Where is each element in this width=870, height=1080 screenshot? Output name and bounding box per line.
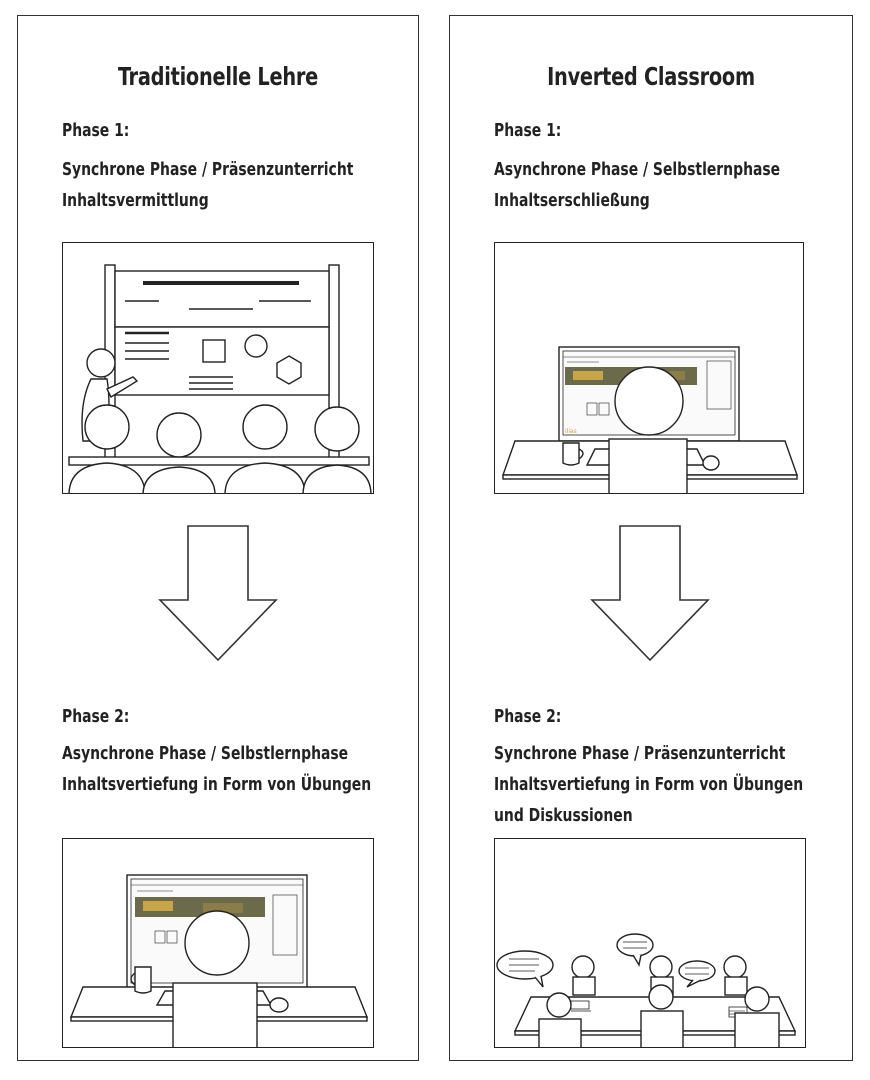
lecture-illustration (62, 242, 374, 494)
phase-2-label: Phase 2: (62, 706, 130, 727)
traditional-teaching-panel: Traditionelle Lehre Phase 1: Synchrone P… (17, 15, 419, 1061)
phase-2-mode: Synchrone Phase / Präsenzunterricht (494, 743, 786, 764)
phase-2-mode: Asynchrone Phase / Selbstlernphase (62, 743, 349, 764)
phase-2-description: Synchrone Phase / Präsenzunterricht Inha… (494, 738, 803, 831)
phase-2-activity: Inhaltsvertiefung in Form von Übungen (62, 774, 372, 795)
phase-2-description: Asynchrone Phase / Selbstlernphase Inhal… (62, 738, 371, 800)
phase-1-description: Synchrone Phase / Präsenzunterricht Inha… (62, 154, 353, 216)
down-arrow-icon (158, 525, 278, 662)
group-discussion-illustration (494, 838, 806, 1048)
selfstudy-illustration: ilias (494, 242, 804, 494)
phase-1-label: Phase 1: (62, 120, 130, 141)
phase-1-label: Phase 1: (494, 120, 562, 141)
svg-text:ilias: ilias (565, 428, 577, 435)
phase-2-activity-cont: und Diskussionen (494, 805, 633, 826)
classroom-lecture-icon (68, 264, 372, 493)
panel-title: Traditionelle Lehre (117, 62, 319, 91)
student-at-computer-icon: ilias (69, 874, 369, 1047)
phase-1-description: Asynchrone Phase / Selbstlernphase Inhal… (494, 154, 780, 216)
phase-1-activity: Inhaltserschließung (494, 190, 650, 211)
phase-2-label: Phase 2: (494, 706, 562, 727)
inverted-classroom-panel: Inverted Classroom Phase 1: Asynchrone P… (449, 15, 853, 1061)
phase-1-mode: Asynchrone Phase / Selbstlernphase (494, 159, 781, 180)
down-arrow-icon (590, 525, 710, 662)
group-discussion-icon (496, 933, 797, 1047)
phase-1-mode: Synchrone Phase / Präsenzunterricht (62, 159, 354, 180)
phase-2-activity: Inhaltsvertiefung in Form von Übungen (494, 774, 804, 795)
selfstudy-illustration: ilias (62, 838, 374, 1048)
student-at-computer-icon: ilias (502, 346, 798, 493)
panel-title: Inverted Classroom (547, 62, 755, 91)
phase-1-activity: Inhaltsvermittlung (62, 190, 209, 211)
